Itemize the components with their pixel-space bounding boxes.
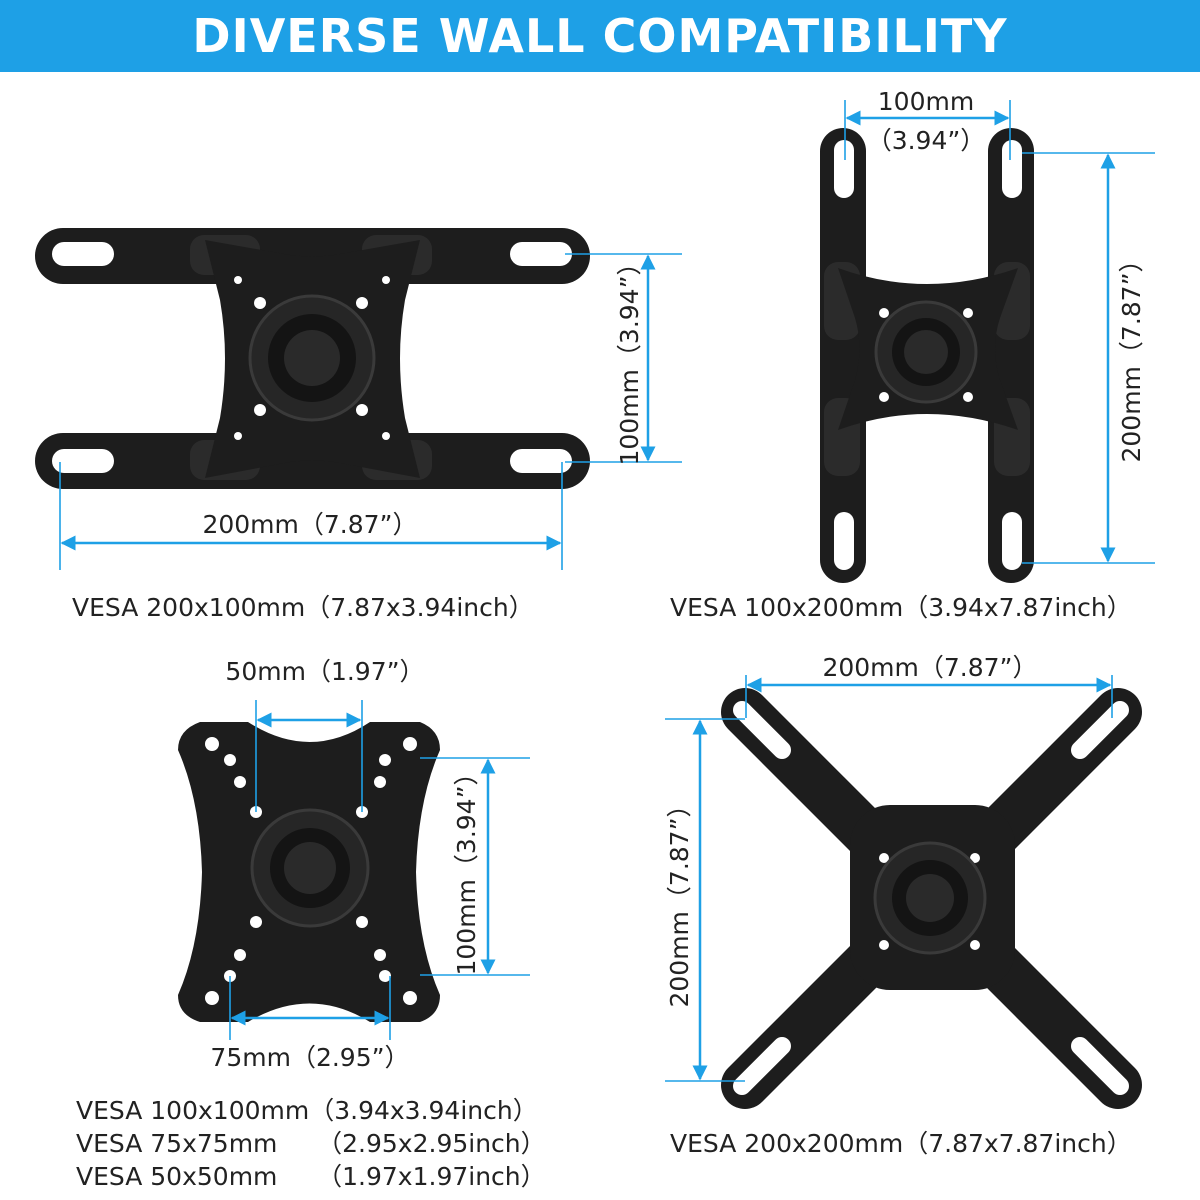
m3-caption-1: VESA 100x100mm（3.94x3.94inch） xyxy=(76,1096,538,1125)
m2-caption: VESA 100x200mm（3.94x7.87inch） xyxy=(670,593,1132,622)
m2-width-label-1: 100mm xyxy=(878,87,974,116)
m3-top-label: 50mm（1.97”） xyxy=(225,657,424,686)
banner-title: DIVERSE WALL COMPATIBILITY xyxy=(192,9,1008,63)
mount-100x100: 50mm（1.97”） 75mm（2.95”） 100mm（3.94”） xyxy=(178,657,530,1072)
m4-width-label: 200mm（7.87”） xyxy=(822,653,1037,682)
m4-height-label: 200mm（7.87”） xyxy=(665,792,694,1007)
m2-width-label-2: （3.94”） xyxy=(867,126,986,155)
mount-200x200: 200mm（7.87”） 200mm（7.87”） xyxy=(665,653,1142,1109)
m2-height-label: 200mm（7.87”） xyxy=(1117,247,1146,462)
m1-height-label: 100mm（3.94”） xyxy=(615,250,644,465)
mount-200x100: 200mm（7.87”） 100mm（3.94”） xyxy=(35,228,682,570)
m3-height-label: 100mm（3.94”） xyxy=(452,760,481,975)
m3-bottom-label: 75mm（2.95”） xyxy=(210,1043,409,1072)
m1-width-label: 200mm（7.87”） xyxy=(202,510,417,539)
m3-caption-3: VESA 50x50mm （1.97x1.97inch） xyxy=(76,1162,546,1191)
m4-caption: VESA 200x200mm（7.87x7.87inch） xyxy=(670,1129,1132,1158)
m3-caption-2: VESA 75x75mm （2.95x2.95inch） xyxy=(76,1129,546,1158)
mount-100x200: 100mm （3.94”） 200mm（7.87”） xyxy=(820,87,1155,583)
title-banner: DIVERSE WALL COMPATIBILITY xyxy=(0,0,1200,72)
m1-caption: VESA 200x100mm（7.87x3.94inch） xyxy=(72,593,534,622)
